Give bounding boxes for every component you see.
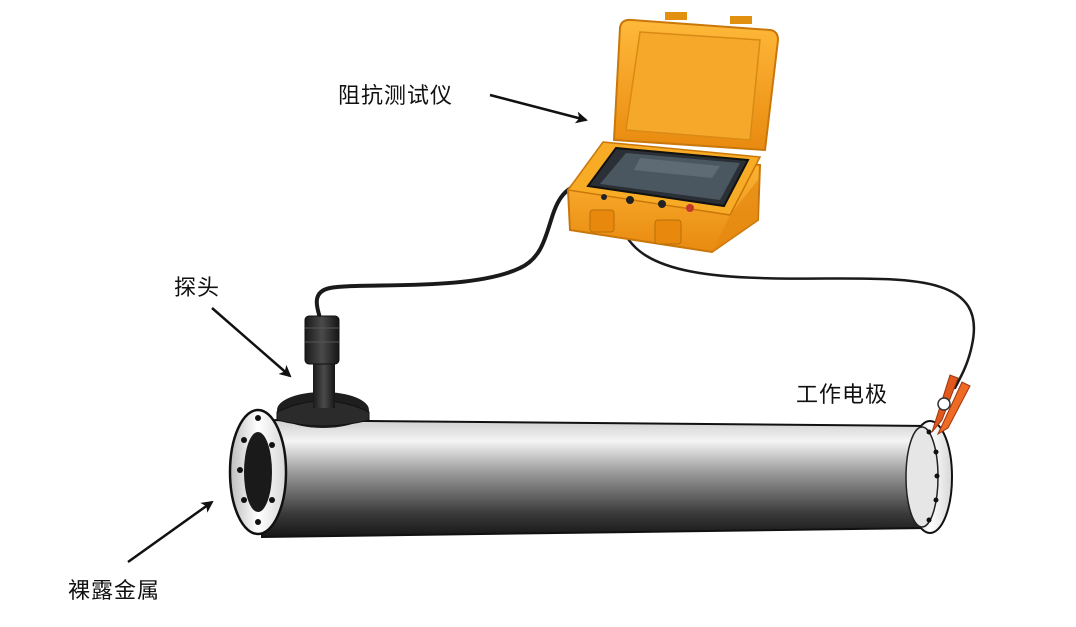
probe-pointer-arrow	[211, 307, 292, 378]
probe-label: 探头	[174, 276, 221, 301]
bare-metal-label: 裸露金属	[68, 579, 161, 604]
impedance-meter-label: 阻抗测试仪	[338, 84, 454, 109]
meter-pointer-arrow	[489, 93, 588, 124]
probe-cable	[314, 181, 587, 320]
bare-metal-pointer-arrow	[127, 500, 214, 564]
alligator-clip-icon	[931, 374, 971, 436]
working-electrode-label: 工作电极	[796, 383, 889, 408]
left-flange	[228, 408, 288, 536]
impedance-meter-icon	[566, 12, 780, 254]
electrode-cable	[616, 193, 976, 390]
probe-icon	[276, 315, 370, 428]
right-flange	[905, 420, 953, 534]
pipe	[261, 418, 929, 539]
